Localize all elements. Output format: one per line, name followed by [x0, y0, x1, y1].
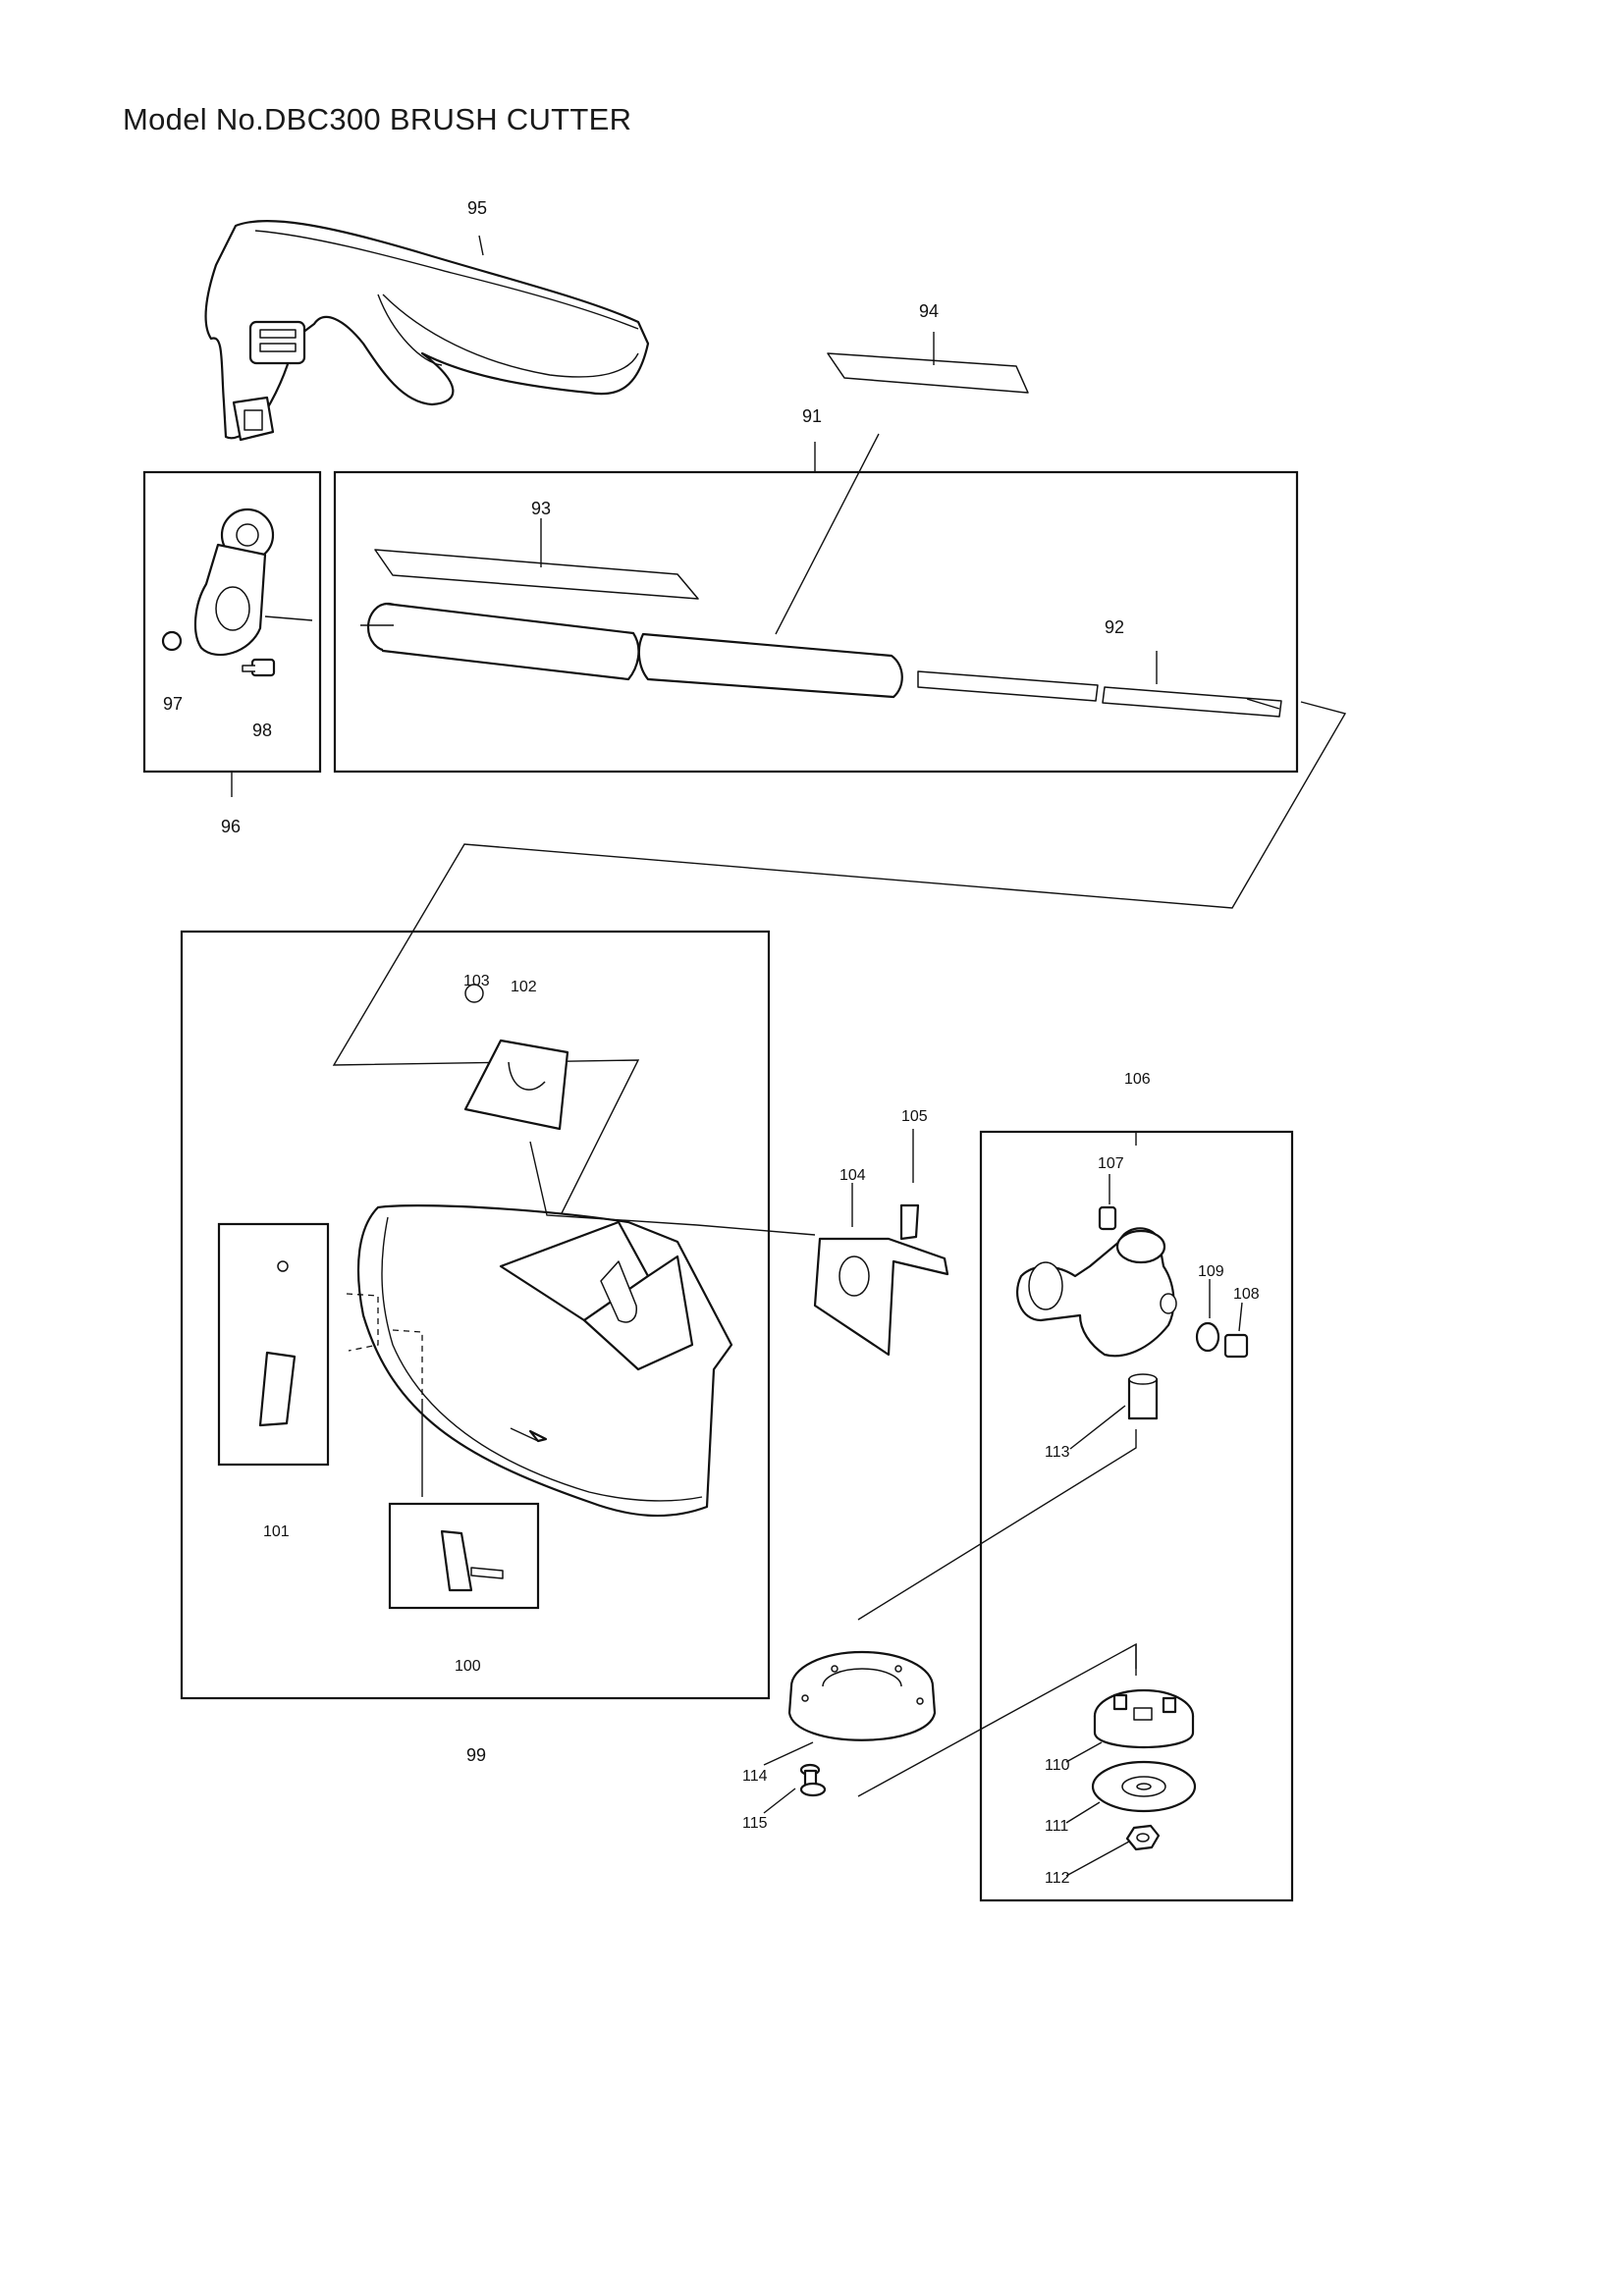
group-box-99: [180, 930, 771, 1700]
callout-103: 103: [463, 973, 490, 989]
callout-93: 93: [531, 499, 551, 518]
guard-clamp-104: [813, 1203, 949, 1357]
callout-105: 105: [901, 1108, 928, 1125]
washer-111: [1091, 1760, 1197, 1813]
group-box-100: [388, 1502, 540, 1610]
callout-94: 94: [919, 301, 939, 321]
callout-110: 110: [1045, 1757, 1070, 1774]
guard-bracket-100: [440, 1529, 504, 1592]
callout-112: 112: [1045, 1870, 1070, 1887]
callout-97: 97: [163, 694, 183, 714]
callout-111: 111: [1045, 1818, 1068, 1835]
callout-113: 113: [1045, 1444, 1070, 1461]
page-title: Model No.DBC300 BRUSH CUTTER: [123, 102, 632, 136]
shoulder-harness: [204, 219, 650, 442]
callout-107: 107: [1098, 1155, 1124, 1172]
label-sticker-93: [374, 549, 699, 600]
callout-101: 101: [263, 1523, 290, 1540]
bolt-115: [799, 1763, 827, 1797]
gear-head: [1016, 1205, 1249, 1420]
callout-100: 100: [455, 1658, 481, 1675]
callout-115: 115: [742, 1815, 768, 1832]
callout-104: 104: [839, 1167, 866, 1184]
guard-plate-102: [463, 984, 569, 1131]
label-sticker-94: [827, 352, 1029, 394]
callout-114: 114: [742, 1768, 768, 1785]
callout-92: 92: [1105, 617, 1124, 637]
callout-labels: 95 94 91 93 92 97 98 96 103 102 106 105 …: [163, 198, 1260, 1887]
callout-109: 109: [1198, 1263, 1224, 1280]
callout-108: 108: [1233, 1286, 1260, 1303]
drive-shaft-92: [917, 670, 1282, 718]
blade-guard: [356, 1204, 733, 1518]
handle-clamp: [161, 507, 276, 677]
group-box-91: [333, 470, 1299, 774]
callout-98: 98: [252, 721, 272, 740]
callout-95: 95: [467, 198, 487, 218]
group-box-101: [217, 1222, 330, 1467]
drive-shaft-tube: [366, 602, 903, 699]
guard-bracket-101: [258, 1260, 297, 1427]
nut-112: [1125, 1824, 1161, 1851]
callout-91: 91: [802, 406, 822, 426]
callout-96: 96: [221, 817, 241, 836]
callout-99: 99: [466, 1745, 486, 1765]
callout-106: 106: [1124, 1071, 1151, 1088]
blade-holder-110: [1093, 1688, 1195, 1749]
callout-102: 102: [511, 979, 537, 995]
cover-cup-114: [787, 1650, 937, 1741]
